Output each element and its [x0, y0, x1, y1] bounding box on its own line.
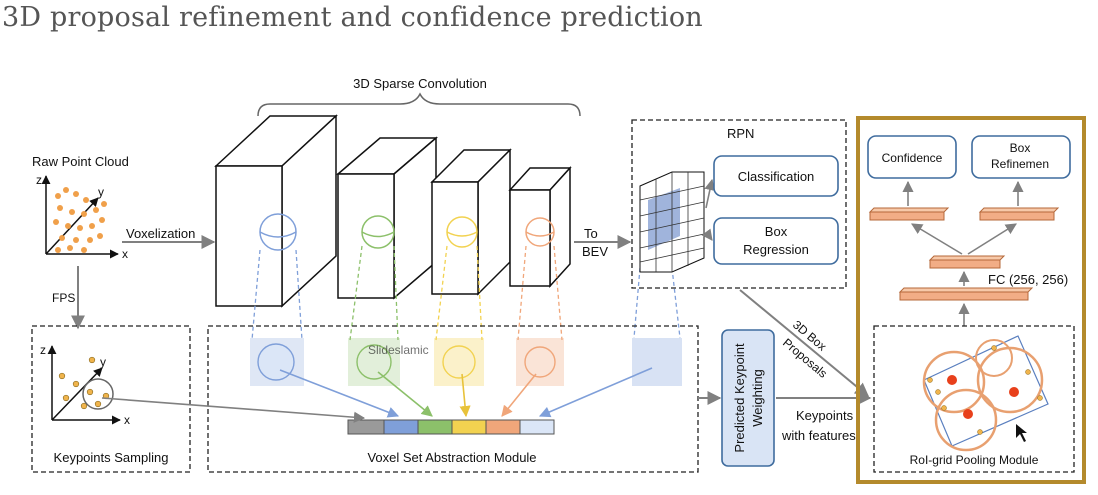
keypoint-feature-arrow	[101, 397, 366, 423]
watermark: Slideslamic	[368, 343, 429, 357]
yellow-feature-arrow	[459, 373, 471, 418]
fc-label: FC (256, 256)	[988, 272, 1068, 287]
feature-vector	[347, 419, 555, 435]
conv-sphere-orange	[525, 217, 555, 247]
fc-arrows	[902, 180, 1024, 326]
axis-x-label: x	[122, 247, 128, 261]
kp-axis-x: x	[124, 413, 130, 427]
slide-title: 3D proposal refinement and confidence pr…	[2, 2, 703, 33]
rpn-label: RPN	[727, 126, 754, 141]
conv-sphere-blue	[259, 213, 297, 251]
pkw-label-1: Predicted Keypoint	[732, 343, 747, 453]
box-refinement-box	[971, 135, 1071, 179]
vsa-grids	[250, 338, 682, 386]
raw-point-cloud-label: Raw Point Cloud	[32, 154, 129, 169]
roi-grid-drawing	[922, 335, 1049, 452]
drop-lines	[251, 245, 681, 341]
to-label: To	[584, 226, 598, 241]
box-label: Box	[765, 224, 788, 239]
conv-block-4	[508, 166, 572, 288]
keypoint-axes	[47, 345, 121, 425]
bev-label: BEV	[582, 244, 608, 259]
sparse-conv-label: 3D Sparse Convolution	[353, 76, 487, 91]
voxelization-label: Voxelization	[126, 226, 195, 241]
bev-feature-arrow	[538, 367, 653, 418]
keypoint-neighborhood	[82, 378, 114, 410]
axis-z-label: z	[36, 173, 42, 187]
roi-pooling-label: RoI-grid Pooling Module	[910, 453, 1039, 467]
raw-point-cloud-axes	[41, 175, 119, 259]
rpn-cls-arrow	[704, 178, 716, 209]
fps-label: FPS	[52, 291, 75, 305]
conv-block-1	[214, 114, 338, 308]
raw-points	[53, 187, 107, 253]
regression-label: Regression	[743, 242, 809, 257]
classification-box	[713, 155, 839, 197]
roi-pooling-box	[873, 325, 1075, 473]
keypoints	[58, 356, 110, 410]
green-feature-arrow	[377, 371, 433, 417]
box-refine-label-1: Box	[1010, 141, 1031, 155]
box-regression-box	[713, 217, 839, 265]
rpn-box	[631, 119, 847, 289]
axis-y-label: y	[98, 185, 104, 199]
blue-feature-arrow	[279, 369, 400, 418]
pkw-label-2: Weighting	[750, 369, 765, 427]
sparse-conv-brace	[257, 92, 581, 117]
vsa-spheres	[257, 343, 556, 381]
kp-axis-z: z	[40, 343, 46, 357]
proposals-arrow	[739, 289, 870, 397]
conv-sphere-yellow	[446, 216, 478, 248]
conv-block-2	[335, 136, 439, 300]
conv-sphere-green	[361, 215, 395, 249]
keypoints-label: Keypoints	[796, 408, 854, 423]
conv-block-3	[430, 148, 512, 296]
box-refine-label-2: Refinemen	[991, 157, 1049, 171]
keypoints-sampling-label: Keypoints Sampling	[54, 450, 169, 465]
refinement-highlight	[856, 116, 1086, 484]
with-features-label: with features	[781, 428, 856, 443]
bev-grid	[639, 171, 705, 273]
vsa-module-label: Voxel Set Abstraction Module	[367, 450, 536, 465]
pkw-box	[721, 329, 775, 467]
fc-layers	[868, 207, 1060, 301]
confidence-label: Confidence	[882, 151, 943, 165]
rpn-reg-arrow	[701, 228, 713, 241]
orange-feature-arrow	[501, 373, 537, 417]
kp-axis-y: y	[100, 355, 106, 369]
classification-label: Classification	[738, 169, 815, 184]
confidence-box	[867, 135, 957, 179]
